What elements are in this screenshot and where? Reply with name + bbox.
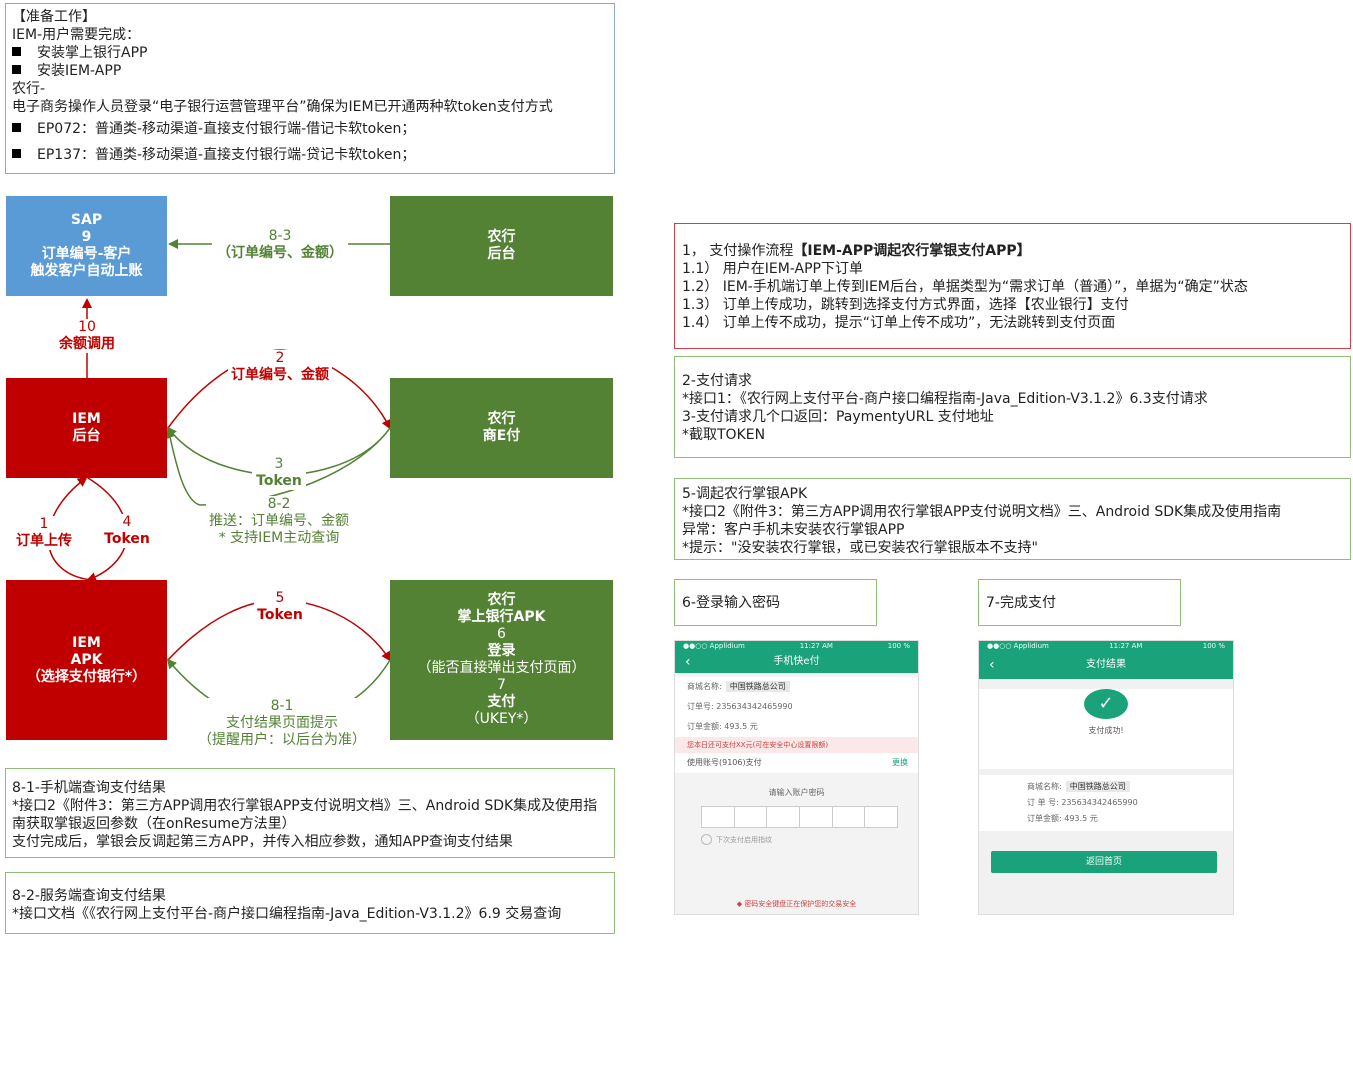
pay-request-line: 3-支付请求几个口返回：PaymentyURL 支付地址 <box>682 409 994 425</box>
screen-title: 手机快e付 <box>773 656 820 667</box>
bullet-icon <box>12 123 21 132</box>
prep-line: EP137：普通类-移动渠道-直接支付银行端-贷记卡软token； <box>37 147 416 163</box>
apk-call-line: *提示："没安装农行掌银，或已安装农行掌银版本不支持" <box>682 540 1038 556</box>
box-line: 支付完成后，掌银会反调起第三方APP，并传入相应参数，通知APP查询支付结果 <box>12 834 513 850</box>
phone-result-screen: ●●○○ Applidium 11:27 AM 100 % ‹ 支付结果 ✓ 支… <box>978 640 1234 915</box>
step7-title-box: 7-完成支付 <box>978 579 1181 626</box>
node-iem-apk: IEM APK （选择支付银行*） <box>6 580 167 740</box>
flow-line: 1.2） IEM-手机端订单上传到IEM后台，单据类型为“需求订单（普通）”，单… <box>682 279 1248 295</box>
bullet-icon <box>12 65 21 74</box>
box-line: 8-1-手机端查询支付结果 <box>12 780 166 796</box>
box-line: *接口2《附件3：第三方APP调用农行掌银APP支付说明文档》三、Android… <box>12 798 598 814</box>
node-abc-backend: 农行 后台 <box>390 196 613 296</box>
amount-row: 订单金额: 493.5 元 <box>1027 814 1098 823</box>
box-line: 南获取掌银返回参数（在onResume方法里） <box>12 816 296 832</box>
apk-call-line: *接口2《附件3：第三方APP调用农行掌银APP支付说明文档》三、Android… <box>682 504 1282 520</box>
flow-line: 1.3） 订单上传成功，跳转到选择支付方式界面，选择【农业银行】支付 <box>682 297 1129 313</box>
label-2: 2 订单编号、金额 <box>228 350 332 384</box>
order-row: 订 单 号: 235634342465990 <box>1027 798 1138 807</box>
status-bar: ●●○○ Applidium 11:27 AM 100 % <box>675 641 918 651</box>
node-abc-mobile-bank: 农行 掌上银行APK 6 登录 （能否直接弹出支付页面） 7 支付 （UKEY*… <box>390 580 613 740</box>
check-icon: ✓ <box>1084 689 1128 719</box>
prep-line: 安装掌上银行APP <box>37 45 148 61</box>
change-link[interactable]: 更换 <box>892 758 908 767</box>
account-row: 使用账号(9106)支付 更换 <box>675 753 918 773</box>
back-icon[interactable]: ‹ <box>685 654 691 670</box>
step7-title: 7-完成支付 <box>986 595 1056 611</box>
node-sap: SAP 9 订单编号-客户 触发客户自动上账 <box>6 196 167 296</box>
label-8-1: 8-1 支付结果页面提示 （提醒用户：以后台为准） <box>196 698 368 749</box>
prep-line: 安装IEM-APP <box>37 63 122 79</box>
password-input[interactable] <box>701 806 898 828</box>
phone-password-screen: ●●○○ Applidium 11:27 AM 100 % ‹ 手机快e付 商城… <box>674 640 919 915</box>
fingerprint-option[interactable]: 下次支付启用指纹 <box>701 834 918 845</box>
flow-line: 1.1） 用户在IEM-APP下订单 <box>682 261 863 277</box>
nav-bar: ‹ 支付结果 <box>979 651 1233 679</box>
home-button[interactable]: 返回首页 <box>991 851 1217 873</box>
prep-line: 【准备工作】 <box>12 9 96 25</box>
label-1: 1 订单上传 <box>14 516 74 550</box>
secure-notice: ◆ 密码安全键盘正在保护您的交易安全 <box>736 900 857 908</box>
apk-call-panel: 5-调起农行掌银APK *接口2《附件3：第三方APP调用农行掌银APP支付说明… <box>674 478 1351 560</box>
pay-request-line: *接口1：《农行网上支付平台-商户接口编程指南-Java_Edition-V3.… <box>682 391 1208 407</box>
order-row: 订单号: 235634342465990 <box>687 702 793 711</box>
apk-call-line: 异常：客户手机未安装农行掌银APP <box>682 522 905 538</box>
node-abc-epay: 农行 商E付 <box>390 378 613 478</box>
back-icon[interactable]: ‹ <box>989 657 995 673</box>
flow-title: 1， 支付操作流程 <box>682 243 794 259</box>
merchant-row: 商城名称:中国铁路总公司 <box>979 779 1233 795</box>
prep-line: 农行- <box>12 81 46 97</box>
order-details: 商城名称:中国铁路总公司 订 单 号: 235634342465990 订单金额… <box>979 775 1233 831</box>
box-line: *接口文档《《农行网上支付平台-商户接口编程指南-Java_Edition-V3… <box>12 906 562 922</box>
step6-title-box: 6-登录输入密码 <box>674 579 877 626</box>
label-8-2: 8-2 推送：订单编号、金额 * 支持IEM主动查询 <box>206 496 352 547</box>
bullet-icon <box>12 47 21 56</box>
pay-request-line: *截取TOKEN <box>682 427 766 443</box>
label-3: 3 Token <box>252 456 306 490</box>
screen-title: 支付结果 <box>1086 659 1126 670</box>
prep-line: 电子商务操作人员登录“电子银行运营管理平台”确保为IEM已开通两种软token支… <box>12 99 553 115</box>
box-line: 8-2-服务端查询支付结果 <box>12 888 166 904</box>
success-area: ✓ 支付成功! <box>979 689 1233 769</box>
bullet-icon <box>12 149 21 158</box>
prep-panel: 【准备工作】 IEM-用户需要完成： 安装掌上银行APP 安装IEM-APP 农… <box>5 3 615 174</box>
status-bar: ●●○○ Applidium 11:27 AM 100 % <box>979 641 1233 651</box>
step6-title: 6-登录输入密码 <box>682 595 780 611</box>
password-prompt: 请输入账户密码 <box>768 788 825 797</box>
limit-warning: 您本日还可支付XX元(可在安全中心设置限额) <box>675 737 918 753</box>
box-8-2: 8-2-服务端查询支付结果 *接口文档《《农行网上支付平台-商户接口编程指南-J… <box>5 872 615 934</box>
pay-request-panel: 2-支付请求 *接口1：《农行网上支付平台-商户接口编程指南-Java_Edit… <box>674 356 1351 458</box>
node-iem-backend: IEM 后台 <box>6 378 167 478</box>
flow-line: 1.4） 订单上传不成功，提示“订单上传不成功”，无法跳转到支付页面 <box>682 315 1116 331</box>
box-8-1: 8-1-手机端查询支付结果 *接口2《附件3：第三方APP调用农行掌银APP支付… <box>5 768 615 858</box>
merchant-row: 商城名称:中国铁路总公司 <box>675 677 918 697</box>
flow-panel: 1， 支付操作流程【IEM-APP调起农行掌银支付APP】 1.1） 用户在IE… <box>674 223 1351 349</box>
pay-request-line: 2-支付请求 <box>682 373 752 389</box>
label-4: 4 Token <box>104 514 150 548</box>
prep-line: EP072：普通类-移动渠道-直接支付银行端-借记卡软token； <box>37 121 416 137</box>
label-10: 10 余额调用 <box>52 319 122 353</box>
nav-bar: ‹ 手机快e付 <box>675 651 918 673</box>
radio-icon <box>701 834 712 845</box>
flow-title-bold: 【IEM-APP调起农行掌银支付APP】 <box>793 243 1031 259</box>
apk-call-line: 5-调起农行掌银APK <box>682 486 808 502</box>
prep-line: IEM-用户需要完成： <box>12 27 141 43</box>
success-text: 支付成功! <box>1088 726 1124 735</box>
label-5: 5 Token <box>254 590 306 624</box>
shield-icon: ◆ <box>736 900 743 908</box>
label-8-3: 8-3 （订单编号、金额） <box>212 228 348 262</box>
amount-row: 订单金额: 493.5 元 <box>687 722 758 731</box>
